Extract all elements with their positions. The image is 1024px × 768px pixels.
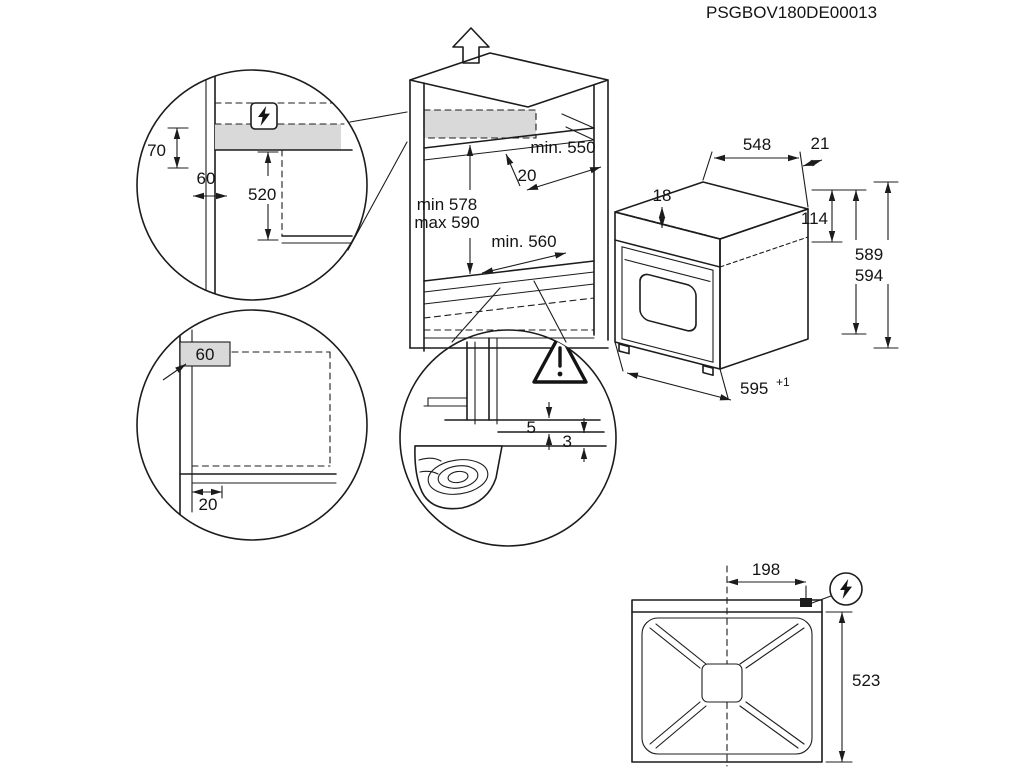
gap-5-label: 5 [527,418,536,437]
extraction-arrow-icon [452,27,490,64]
worktop-wood-section [414,445,503,510]
dim-oven-589: 589 [841,189,883,335]
detail-circle-power-location: 70 60 520 [136,69,368,301]
cabinet-niche-drawing: min. 550 20 min 578 max 590 min. 560 [347,27,609,352]
document-id: PSGBOV180DE00013 [706,3,877,22]
oven-top-view: 198 523 [631,560,880,767]
oven-foot-left [618,343,630,355]
oven-18-label: 18 [653,186,672,205]
oven-548-label: 548 [743,135,771,154]
oven-595-label: 595 [740,379,768,398]
top-view-body [641,617,813,755]
power-circle [829,572,863,606]
oven-589-label: 589 [855,245,883,264]
detail-60-label: 60 [197,169,216,188]
dim-detail-70: 70 [147,127,189,169]
mains-connection-pad [800,598,812,607]
warning-icon [532,332,588,384]
top-view-center-plate [701,663,743,703]
oven-door-window [639,273,697,332]
oven-594-label: 594 [855,266,883,285]
detail-520-label: 520 [248,185,276,204]
niche-height-min-label: min 578 [417,195,477,214]
dim-detail-60: 60 [193,169,227,200]
oven-front-face [614,239,721,377]
niche-gap-label: 20 [518,166,537,185]
dim-detail-mid-20: 20 [192,485,223,514]
worktop-section-shaded [215,124,341,150]
dim-topview-198: 198 [727,560,807,599]
detail-70-label: 70 [147,141,166,160]
detail-circle-gap-warning: 5 3 [399,329,617,547]
detail-circle-front-clearance: 60 20 [136,309,368,541]
niche-depth-label: min. 550 [530,138,595,157]
dim-gap-3: 3 [563,418,588,462]
niche-width-label: min. 560 [491,232,556,251]
dim-oven-594: 594 [855,181,899,349]
oven-drawing: 548 21 18 114 589 [614,134,899,401]
detail-mid-60-label: 60 [196,345,215,364]
top-view-braces [649,623,805,749]
dim-oven-114: 114 [801,189,843,243]
oven-21-label: 21 [811,134,830,153]
gap-3-label: 3 [563,432,572,451]
dim-niche-gap: 20 [505,153,537,187]
dim-topview-523: 523 [825,611,880,763]
oven-114-label: 114 [801,209,828,228]
topview-523-label: 523 [852,671,880,690]
top-view-outer [631,599,823,763]
dim-oven-18: 18 [653,186,672,228]
dim-detail-520: 520 [248,151,279,241]
topview-198-label: 198 [752,560,780,579]
dim-niche-depth: min. 550 [526,138,602,191]
dim-oven-21: 21 [802,134,830,167]
dim-oven-595: 595 +1 [614,341,790,401]
dim-gap-5: 5 [527,402,553,450]
dim-oven-548: 548 [702,135,809,208]
clearance-shaded-box [180,342,230,366]
detail-mid-20-label: 20 [199,495,218,514]
callout-leaders [347,111,567,343]
oven-595-tolerance: +1 [776,375,790,389]
dim-niche-width: min. 560 [481,232,567,274]
worktop-shaded-band [424,110,536,138]
niche-height-max-label: max 590 [414,213,479,232]
oven-foot-right [702,364,714,377]
dim-niche-height: min 578 max 590 [414,145,480,274]
